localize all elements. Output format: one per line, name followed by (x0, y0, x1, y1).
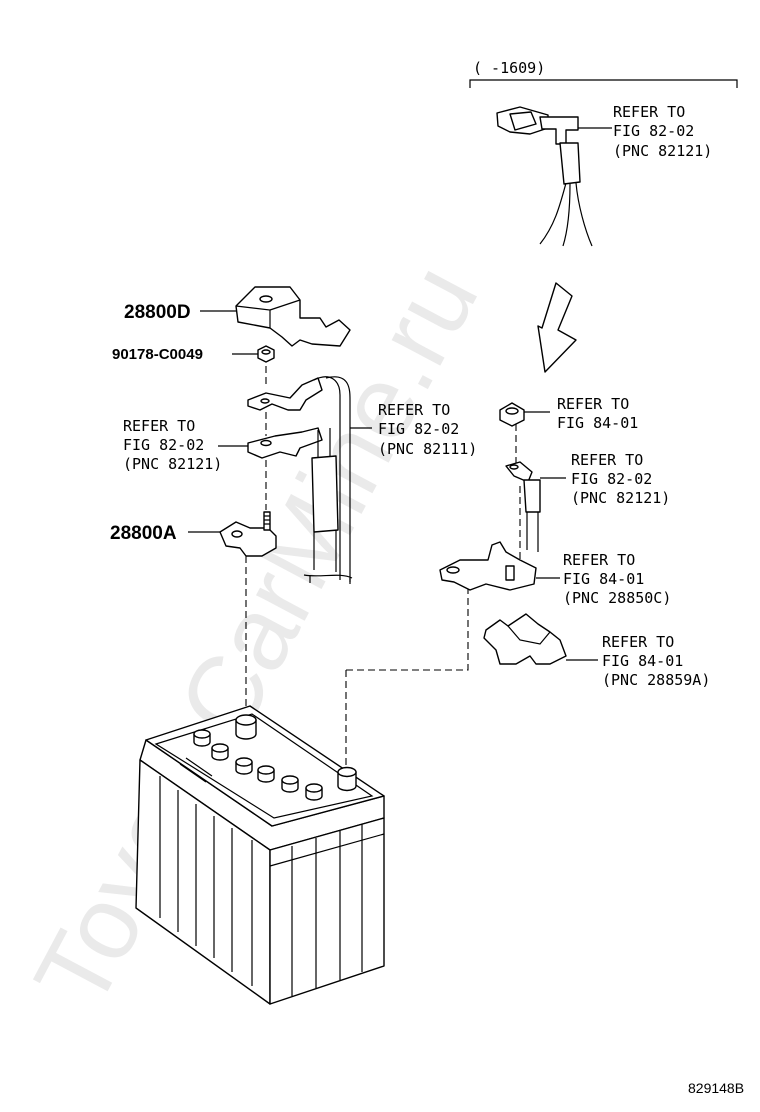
right-clamp-part (439, 541, 560, 591)
callout-top-line-2: FIG 82-02 (613, 122, 694, 140)
callout-right-cover[interactable]: REFER TO FIG 84-01 (PNC 28859A) (602, 633, 710, 689)
callout-middle-line-2: FIG 82-02 (378, 420, 459, 438)
callout-right-cable-line-3: (PNC 82121) (571, 489, 670, 507)
callout-middle[interactable]: REFER TO FIG 82-02 (PNC 82111) (378, 401, 477, 458)
battery-part (135, 705, 385, 1005)
variant-bracket: ( -1609) (469, 59, 738, 88)
assembly-dash-lines (245, 366, 521, 772)
callout-left-line-3: (PNC 82121) (123, 455, 222, 473)
battery-terminal-cover (235, 286, 351, 347)
callout-left-line-1: REFER TO (123, 417, 195, 435)
callout-middle-line-3: (PNC 82111) (378, 440, 477, 458)
right-cover-part (483, 613, 598, 665)
callout-right-cover-line-3: (PNC 28859A) (602, 671, 710, 689)
top-cable-assembly (496, 106, 612, 247)
right-cable-part (505, 461, 566, 552)
callout-right-clamp-line-2: FIG 84-01 (563, 570, 644, 588)
part-number-terminal[interactable]: 28800A (110, 523, 177, 544)
callout-right-clamp-line-3: (PNC 28850C) (563, 589, 671, 607)
callout-right-cable[interactable]: REFER TO FIG 82-02 (PNC 82121) (571, 451, 670, 507)
callout-right-nut[interactable]: REFER TO FIG 84-01 (557, 395, 638, 432)
part-number-cover[interactable]: 28800D (124, 302, 191, 323)
variant-range-label: ( -1609) (473, 59, 545, 77)
callout-right-cover-line-2: FIG 84-01 (602, 652, 683, 670)
callout-top-line-3: (PNC 82121) (613, 142, 712, 160)
callout-right-cable-line-2: FIG 82-02 (571, 470, 652, 488)
callout-right-cover-line-1: REFER TO (602, 633, 674, 651)
callout-right-nut-line-1: REFER TO (557, 395, 629, 413)
left-cable-assembly (218, 376, 372, 584)
figure-code: 829148B (688, 1080, 744, 1096)
callout-right-nut-line-2: FIG 84-01 (557, 414, 638, 432)
callout-left[interactable]: REFER TO FIG 82-02 (PNC 82121) (123, 417, 222, 473)
callout-right-clamp[interactable]: REFER TO FIG 84-01 (PNC 28850C) (563, 551, 671, 607)
callout-left-line-2: FIG 82-02 (123, 436, 204, 454)
part-number-nut[interactable]: 90178-C0049 (112, 346, 203, 363)
direction-arrow (537, 282, 577, 373)
callout-top-line-1: REFER TO (613, 103, 685, 121)
callout-right-cable-line-1: REFER TO (571, 451, 643, 469)
callout-middle-line-1: REFER TO (378, 401, 450, 419)
callout-right-clamp-line-1: REFER TO (563, 551, 635, 569)
battery-terminal-part (188, 511, 277, 557)
callout-top[interactable]: REFER TO FIG 82-02 (PNC 82121) (613, 103, 712, 160)
